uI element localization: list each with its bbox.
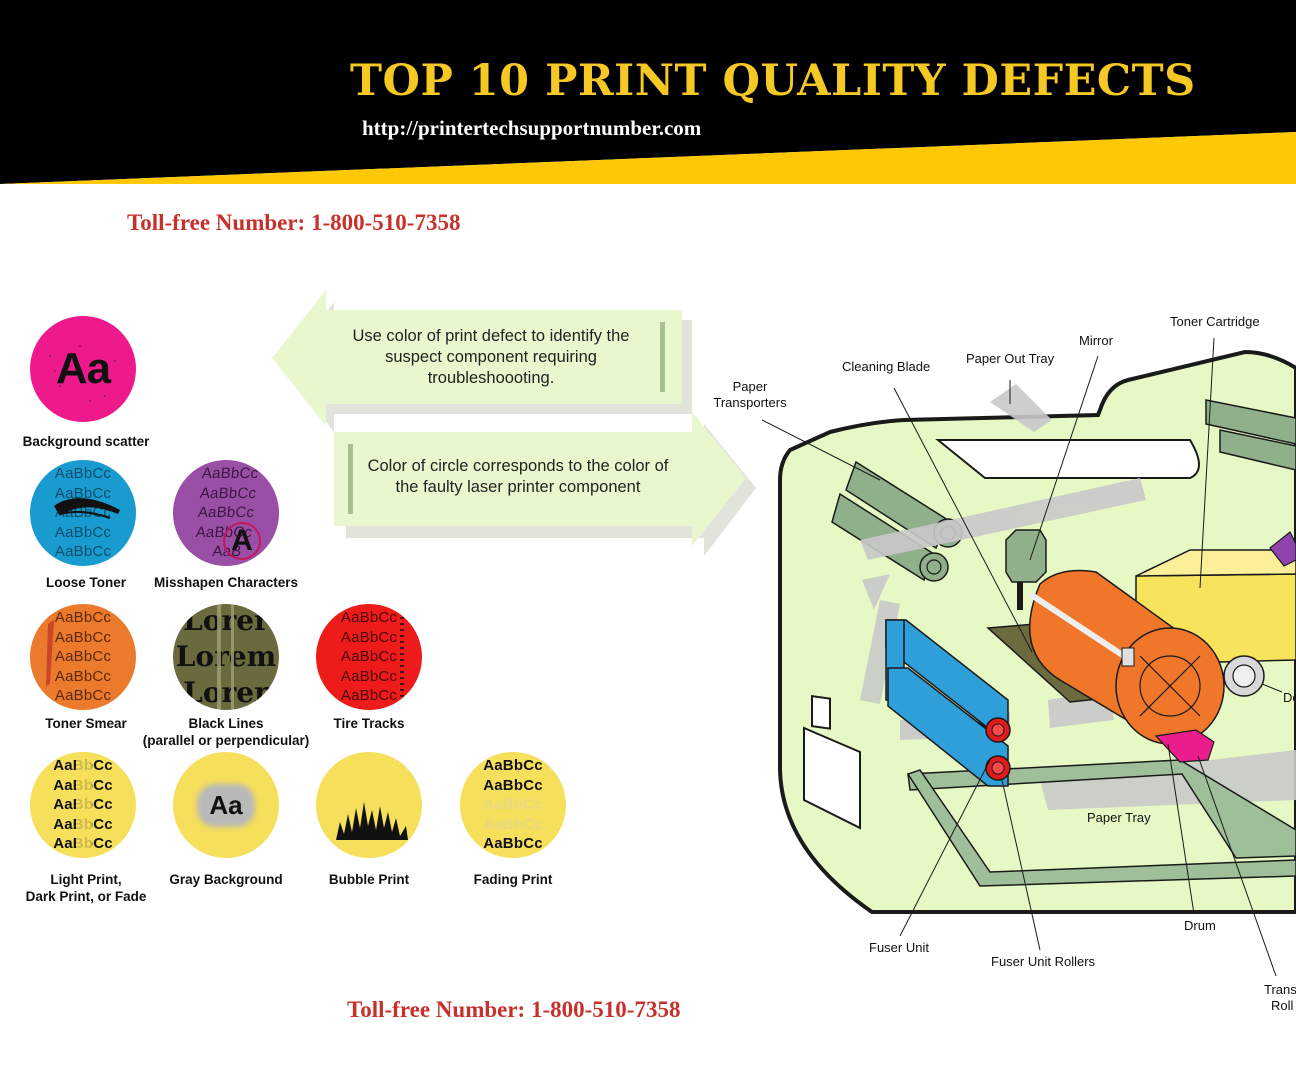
website-url[interactable]: http://printertechsupportnumber.com	[362, 116, 702, 140]
callout-left-text: Use color of print defect to identify th…	[352, 327, 630, 387]
header-banner: TOP 10 PRINT QUALITY DEFECTS http://prin…	[0, 0, 1296, 190]
sample-line: Lorer	[183, 604, 269, 637]
defect-label: Loose Toner	[45, 575, 126, 590]
smear-streak-icon	[46, 620, 54, 686]
label-drum: Drum	[1184, 918, 1216, 933]
callout-arrows	[272, 290, 756, 556]
defect-label-line2: Dark Print, or Fade	[25, 889, 147, 904]
label-line: Trans	[1264, 982, 1296, 997]
defect-label: Light Print, Dark Print, or Fade	[0, 871, 186, 905]
sample-line: AaBbCc	[340, 628, 398, 646]
sample-line: Lorer	[183, 676, 269, 709]
defect-circle	[316, 752, 422, 858]
defect-label: Tire Tracks	[333, 716, 405, 731]
sample-text: Aa	[201, 787, 251, 823]
defect-label: Toner Smear	[45, 716, 127, 731]
sample-line: AaBbCc	[54, 484, 112, 502]
label-mirror: Mirror	[1079, 333, 1113, 348]
defect-label: Bubble Print	[328, 872, 410, 887]
sample-line: AaBbCc	[54, 609, 112, 627]
magnified-letter: A	[223, 522, 261, 560]
sample-line: AaBbCc	[54, 628, 112, 646]
defect-label: Fading Print	[473, 872, 553, 887]
defect-label-line2: (parallel or perpendicular)	[142, 733, 310, 748]
faded-column	[76, 752, 92, 858]
defect-circle: Aa	[173, 752, 279, 858]
fuser-unit-part	[885, 619, 1011, 787]
vertical-lines-icon	[217, 604, 234, 710]
defect-circle: AaBbCc AaBbCc AaBbCc AaBbCc AaBbCc	[30, 604, 136, 710]
defect-label: Misshapen Characters	[153, 575, 299, 590]
label-line: Transporters	[713, 395, 787, 410]
label-transfer-roller: Trans Roll	[1264, 982, 1296, 1014]
sample-line: AaBbCc	[483, 757, 543, 775]
label-paper-transporters: Paper Transporters	[710, 379, 790, 411]
defect-label-line1: Black Lines	[188, 716, 264, 731]
sample-line: AaBbCc	[340, 609, 398, 627]
sample-line: AaBbCc	[54, 667, 112, 685]
sample-line: AaBbCc	[54, 465, 112, 483]
label-paper-out-tray: Paper Out Tray	[966, 351, 1055, 366]
scatter-dots-icon	[49, 345, 116, 402]
sample-line: AaBbCc	[340, 648, 398, 666]
callout-right-text: Color of circle corresponds to the color…	[367, 457, 669, 496]
defect-circle: Lorer Lorem Lorer	[173, 604, 279, 710]
defect-circle: AaBbCc AaBbCc AaBbCc AaBbCc AaBbCc	[316, 604, 422, 710]
bubble-marks-icon	[336, 802, 408, 840]
mirror-part	[1005, 529, 1047, 583]
sample-line: AaBbCc	[340, 667, 398, 685]
paper-tray	[907, 759, 1296, 859]
defect-label: Background scatter	[22, 434, 150, 449]
tollfree-number-bottom: Toll-free Number: 1-800-510-7358	[347, 997, 681, 1022]
label-developer: De	[1283, 690, 1296, 705]
sample-line: AaBbCc	[54, 543, 112, 561]
sample-line: AaBbCc	[483, 815, 543, 833]
sample-line: AaBbCc	[54, 648, 112, 666]
header-background	[0, 0, 1296, 184]
label-toner-cartridge: Toner Cartridge	[1170, 314, 1260, 329]
label-fuser-unit-rollers: Fuser Unit Rollers	[991, 954, 1096, 969]
tire-track-icon	[400, 617, 404, 697]
label-line: Roll	[1271, 998, 1294, 1013]
label-line: Paper	[732, 379, 768, 394]
label-cleaning-blade: Cleaning Blade	[842, 359, 931, 374]
defect-circle: AaBbCc AaBbCc AaBbCc AaBbCc AaBbCc	[30, 460, 136, 566]
label-fuser-unit: Fuser Unit	[869, 940, 929, 955]
left-arrow-shape	[272, 290, 682, 426]
defect-circle: AaBbCc AaBbCc AaBbCc AaBbCc AaBbCc	[30, 752, 136, 858]
sample-line: AaBbCc	[483, 796, 543, 814]
sample-text: Aa	[55, 344, 111, 393]
defect-label: Gray Background	[169, 872, 283, 887]
sample-line: AaBbCc	[340, 687, 398, 705]
defect-circle: AaBbCc AaBbCc AaBbCc AaBbCc AaBbCc	[460, 752, 566, 858]
sample-line: Lorem	[175, 640, 277, 673]
sample-line: AaBbCc	[483, 776, 543, 794]
leader-lines	[761, 337, 1283, 977]
page-title: TOP 10 PRINT QUALITY DEFECTS	[350, 56, 1196, 106]
defect-circle: AaBbCc AaBbCc AaBbCc AaBbCc AaB A	[173, 460, 279, 566]
label-paper-tray: Paper Tray	[1087, 810, 1151, 825]
sample-line: AaBbCc	[483, 835, 543, 853]
tollfree-number-top: Toll-free Number: 1-800-510-7358	[127, 210, 461, 235]
sample-line: AaBbCc	[54, 523, 112, 541]
defect-label-line1: Light Print,	[50, 872, 122, 887]
defect-circle: Aa	[30, 316, 136, 422]
sample-line: AaBbCc	[54, 687, 112, 705]
right-arrow-shape	[334, 412, 746, 546]
toner-smudge-icon	[54, 498, 120, 519]
defect-label: Black Lines (parallel or perpendicular)	[126, 715, 326, 749]
